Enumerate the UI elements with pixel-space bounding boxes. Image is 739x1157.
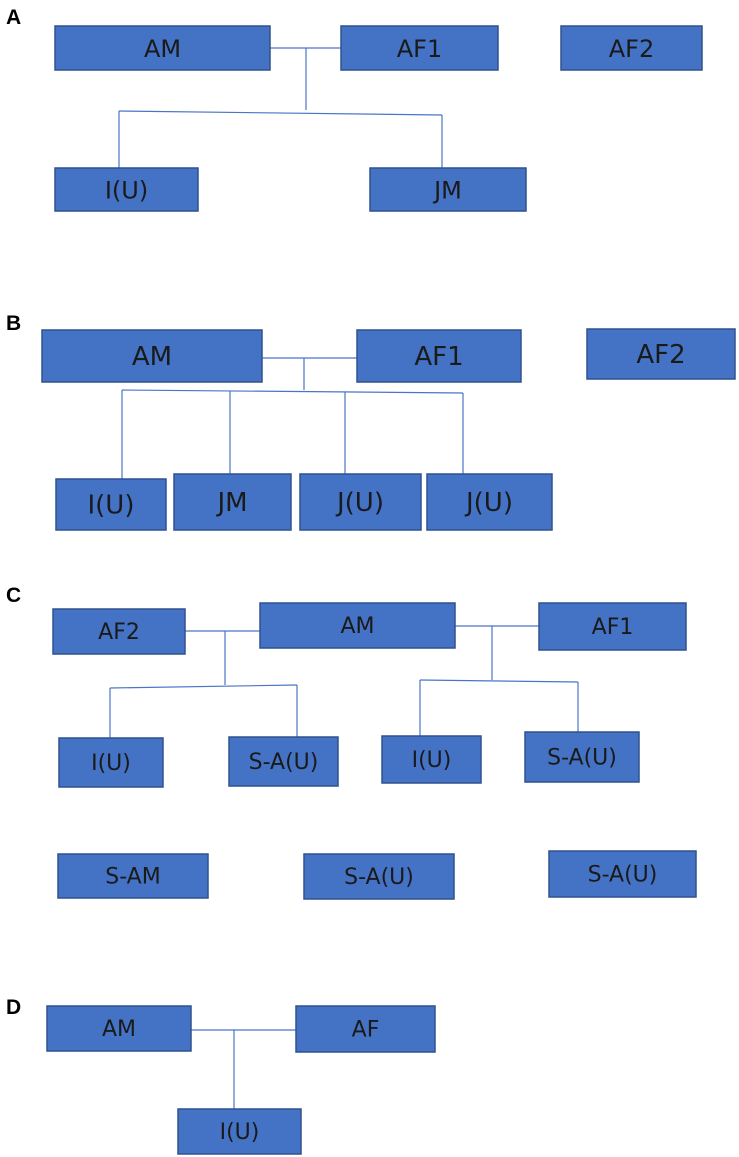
node-label: AF2 <box>636 340 685 370</box>
node-box <box>259 602 456 649</box>
node-box <box>41 329 263 383</box>
panel-label-c: C <box>6 584 21 607</box>
panel-b-node-ju2: J(U) <box>426 473 553 531</box>
node-box <box>369 167 527 212</box>
node-label: JM <box>215 488 247 518</box>
panel-c-node-sau2: S-A(U) <box>524 731 640 783</box>
panel-label-b: B <box>6 312 21 335</box>
node-box <box>295 1005 436 1053</box>
panel-c-node-am: AM <box>259 602 456 649</box>
node-label: AF2 <box>609 35 655 63</box>
panel-c-node-af2: AF2 <box>52 608 186 655</box>
panel-b-node-iu: I(U) <box>55 478 167 531</box>
node-label: I(U) <box>220 1120 260 1145</box>
panel-a-node-jm: JM <box>369 167 527 212</box>
panel-c-node-sau4: S-A(U) <box>548 850 697 898</box>
node-box <box>177 1108 302 1155</box>
node-label: J(U) <box>335 488 384 518</box>
panel-d-node-am: AM <box>46 1005 192 1052</box>
panel-b-node-af2: AF2 <box>586 328 736 380</box>
node-box <box>173 473 292 531</box>
panel-d-node-iu: I(U) <box>177 1108 302 1155</box>
panel-b-edge-0-sibship-line <box>121 389 464 394</box>
node-label: AM <box>102 1017 136 1042</box>
node-label: AF1 <box>397 35 443 63</box>
panel-c-edge-1-sibship-line <box>419 679 579 683</box>
node-label: S-A(U) <box>547 746 617 771</box>
panel-label-a: A <box>6 6 21 29</box>
panel-b-node-af1: AF1 <box>356 329 522 383</box>
panel-c-node-iu1: I(U) <box>58 737 164 788</box>
panel-d-node-af: AF <box>295 1005 436 1053</box>
panel-c-node-sam: S-AM <box>57 853 209 899</box>
node-box <box>340 25 499 71</box>
node-label: AM <box>144 35 181 63</box>
node-box <box>46 1005 192 1052</box>
panel-label-d: D <box>6 996 21 1019</box>
node-box <box>586 328 736 380</box>
node-box <box>54 25 271 71</box>
node-box <box>228 736 339 787</box>
node-label: I(U) <box>91 751 131 776</box>
node-label: AF2 <box>98 620 140 645</box>
panel-a-node-am: AM <box>54 25 271 71</box>
panel-a-edge-0-sibship-line <box>118 110 443 116</box>
node-label: JM <box>432 177 462 205</box>
node-box <box>560 25 703 71</box>
node-box <box>52 608 186 655</box>
node-box <box>356 329 522 383</box>
panel-b-node-ju1: J(U) <box>299 473 422 531</box>
node-box <box>426 473 553 531</box>
node-label: S-A(U) <box>344 865 414 890</box>
panel-a-node-af2: AF2 <box>560 25 703 71</box>
node-box <box>58 737 164 788</box>
node-label: AM <box>340 614 374 639</box>
edges-layer <box>109 47 579 1109</box>
panel-c-node-sau1: S-A(U) <box>228 736 339 787</box>
node-box <box>54 167 199 212</box>
node-box <box>57 853 209 899</box>
panel-c-node-sau3: S-A(U) <box>303 853 455 900</box>
node-label: AF <box>352 1018 380 1043</box>
panel-c-node-iu2: I(U) <box>381 735 482 784</box>
panel-b-node-jm: JM <box>173 473 292 531</box>
node-box <box>299 473 422 531</box>
node-label: I(U) <box>88 491 135 521</box>
panel-a-node-iu: I(U) <box>54 167 199 212</box>
node-label: I(U) <box>412 748 452 773</box>
node-box <box>381 735 482 784</box>
node-label: S-AM <box>105 865 160 890</box>
node-box <box>55 478 167 531</box>
panel-a-node-af1: AF1 <box>340 25 499 71</box>
node-label: S-A(U) <box>249 750 319 775</box>
node-label: AF1 <box>414 342 463 372</box>
node-box <box>548 850 697 898</box>
panel-b-node-am: AM <box>41 329 263 383</box>
node-label: AM <box>132 342 172 372</box>
panel-labels-layer: A B C D <box>6 6 21 1019</box>
node-label: S-A(U) <box>588 863 658 888</box>
panel-c-node-af1: AF1 <box>538 602 687 651</box>
node-label: I(U) <box>105 177 148 205</box>
node-label: J(U) <box>464 488 513 518</box>
node-box <box>538 602 687 651</box>
panel-c-edge-0-sibship-line <box>109 684 298 689</box>
node-box <box>524 731 640 783</box>
node-box <box>303 853 455 900</box>
node-label: AF1 <box>592 615 634 640</box>
